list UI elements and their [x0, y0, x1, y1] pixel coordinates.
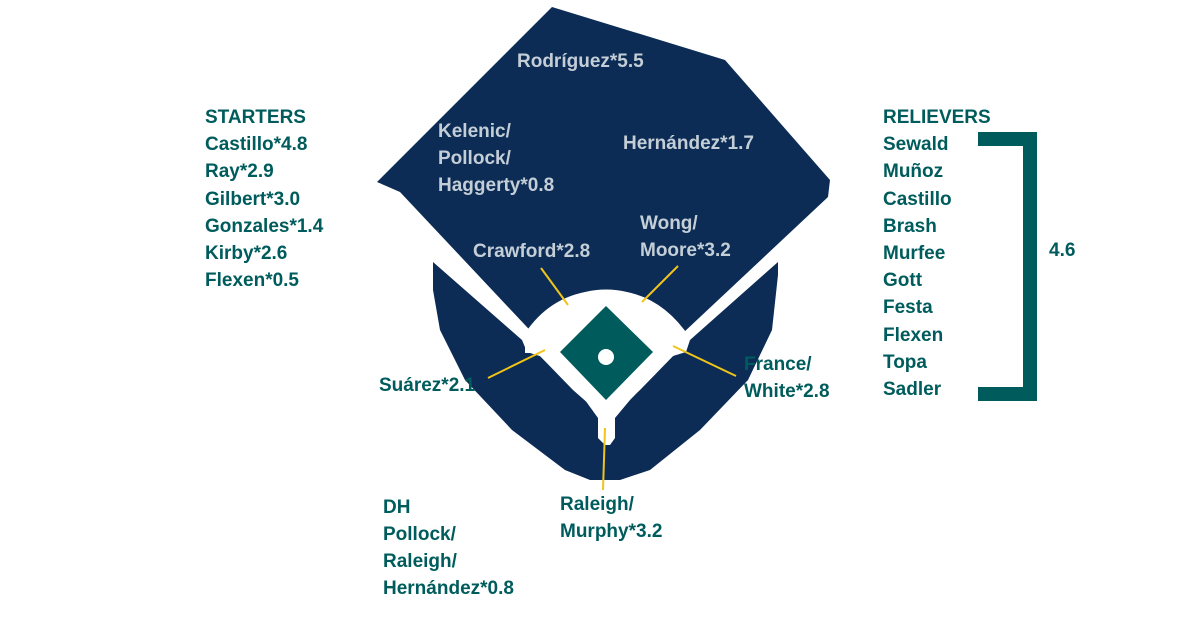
- second-base-label: Wong/ Moore*3.2: [640, 210, 731, 264]
- first-base: [525, 346, 532, 353]
- leader-line-1b: [672, 345, 737, 377]
- catcher-line-2: Murphy*3.2: [560, 521, 663, 542]
- dh-line-1: Pollock/: [383, 524, 456, 545]
- list-item: Kirby*2.6: [205, 243, 288, 265]
- relievers-list: RELIEVERS Sewald Muñoz Castillo Brash Mu…: [883, 104, 991, 403]
- dh-line-2: Raleigh/: [383, 551, 457, 572]
- ss-label: Crawford*2.8: [473, 238, 590, 265]
- relievers-total: 4.6: [1049, 240, 1076, 261]
- dh-heading: DH: [383, 497, 411, 518]
- leader-line-2b: [641, 265, 679, 303]
- list-item: Topa: [883, 351, 927, 373]
- leader-line-c: [602, 427, 606, 491]
- starters-list: STARTERS Castillo*4.8 Ray*2.9 Gilbert*3.…: [205, 104, 323, 294]
- list-item: Muñoz: [883, 161, 944, 183]
- cf-label: Rodríguez*5.5: [517, 48, 644, 75]
- lf-line-3: Haggerty*0.8: [438, 175, 555, 196]
- list-item: Murfee: [883, 243, 946, 265]
- list-item: Sadler: [883, 379, 942, 401]
- rf-player: Hernández*1.7: [623, 133, 754, 154]
- list-item: Gott: [883, 270, 923, 292]
- leader-line-3b: [487, 349, 546, 379]
- list-item: Flexen: [883, 324, 944, 346]
- first-base-line-1: France/: [744, 354, 812, 375]
- leader-line-ss: [540, 267, 569, 306]
- lf-line-1: Kelenic/: [438, 121, 511, 142]
- relievers-bracket: [978, 132, 1037, 401]
- cf-player: Rodríguez*5.5: [517, 51, 644, 72]
- starters-heading: STARTERS: [205, 107, 306, 128]
- list-item: Gilbert*3.0: [205, 188, 301, 210]
- rf-label: Hernández*1.7: [623, 130, 754, 157]
- first-base-label: France/ White*2.8: [744, 351, 830, 405]
- list-item: Brash: [883, 215, 937, 237]
- second-base-line-2: Moore*3.2: [640, 240, 731, 261]
- catcher-label: Raleigh/ Murphy*3.2: [560, 491, 662, 545]
- third-base-player: Suárez*2.1: [379, 375, 476, 396]
- list-item: Ray*2.9: [205, 161, 274, 183]
- list-item: Festa: [883, 297, 933, 319]
- list-item: Sewald: [883, 134, 949, 156]
- left-foul-territory: [433, 262, 778, 480]
- pitchers-mound-center: [601, 352, 611, 362]
- list-item: Flexen*0.5: [205, 270, 299, 292]
- outfield-grass: [377, 7, 830, 408]
- lf-line-2: Pollock/: [438, 148, 511, 169]
- list-item: Gonzales*1.4: [205, 215, 324, 237]
- list-item: Castillo: [883, 188, 952, 210]
- relievers-heading: RELIEVERS: [883, 107, 991, 128]
- ss-player: Crawford*2.8: [473, 241, 591, 262]
- catcher-line-1: Raleigh/: [560, 494, 634, 515]
- dh-line-3: Hernández*0.8: [383, 578, 514, 599]
- list-item: Castillo*4.8: [205, 134, 308, 156]
- first-base-line-2: White*2.8: [744, 381, 830, 402]
- lf-label: Kelenic/ Pollock/ Haggerty*0.8: [438, 118, 554, 199]
- dh-label: DH Pollock/ Raleigh/ Hernández*0.8: [383, 494, 514, 602]
- second-base-line-1: Wong/: [640, 213, 698, 234]
- third-base-label: Suárez*2.1: [379, 372, 475, 399]
